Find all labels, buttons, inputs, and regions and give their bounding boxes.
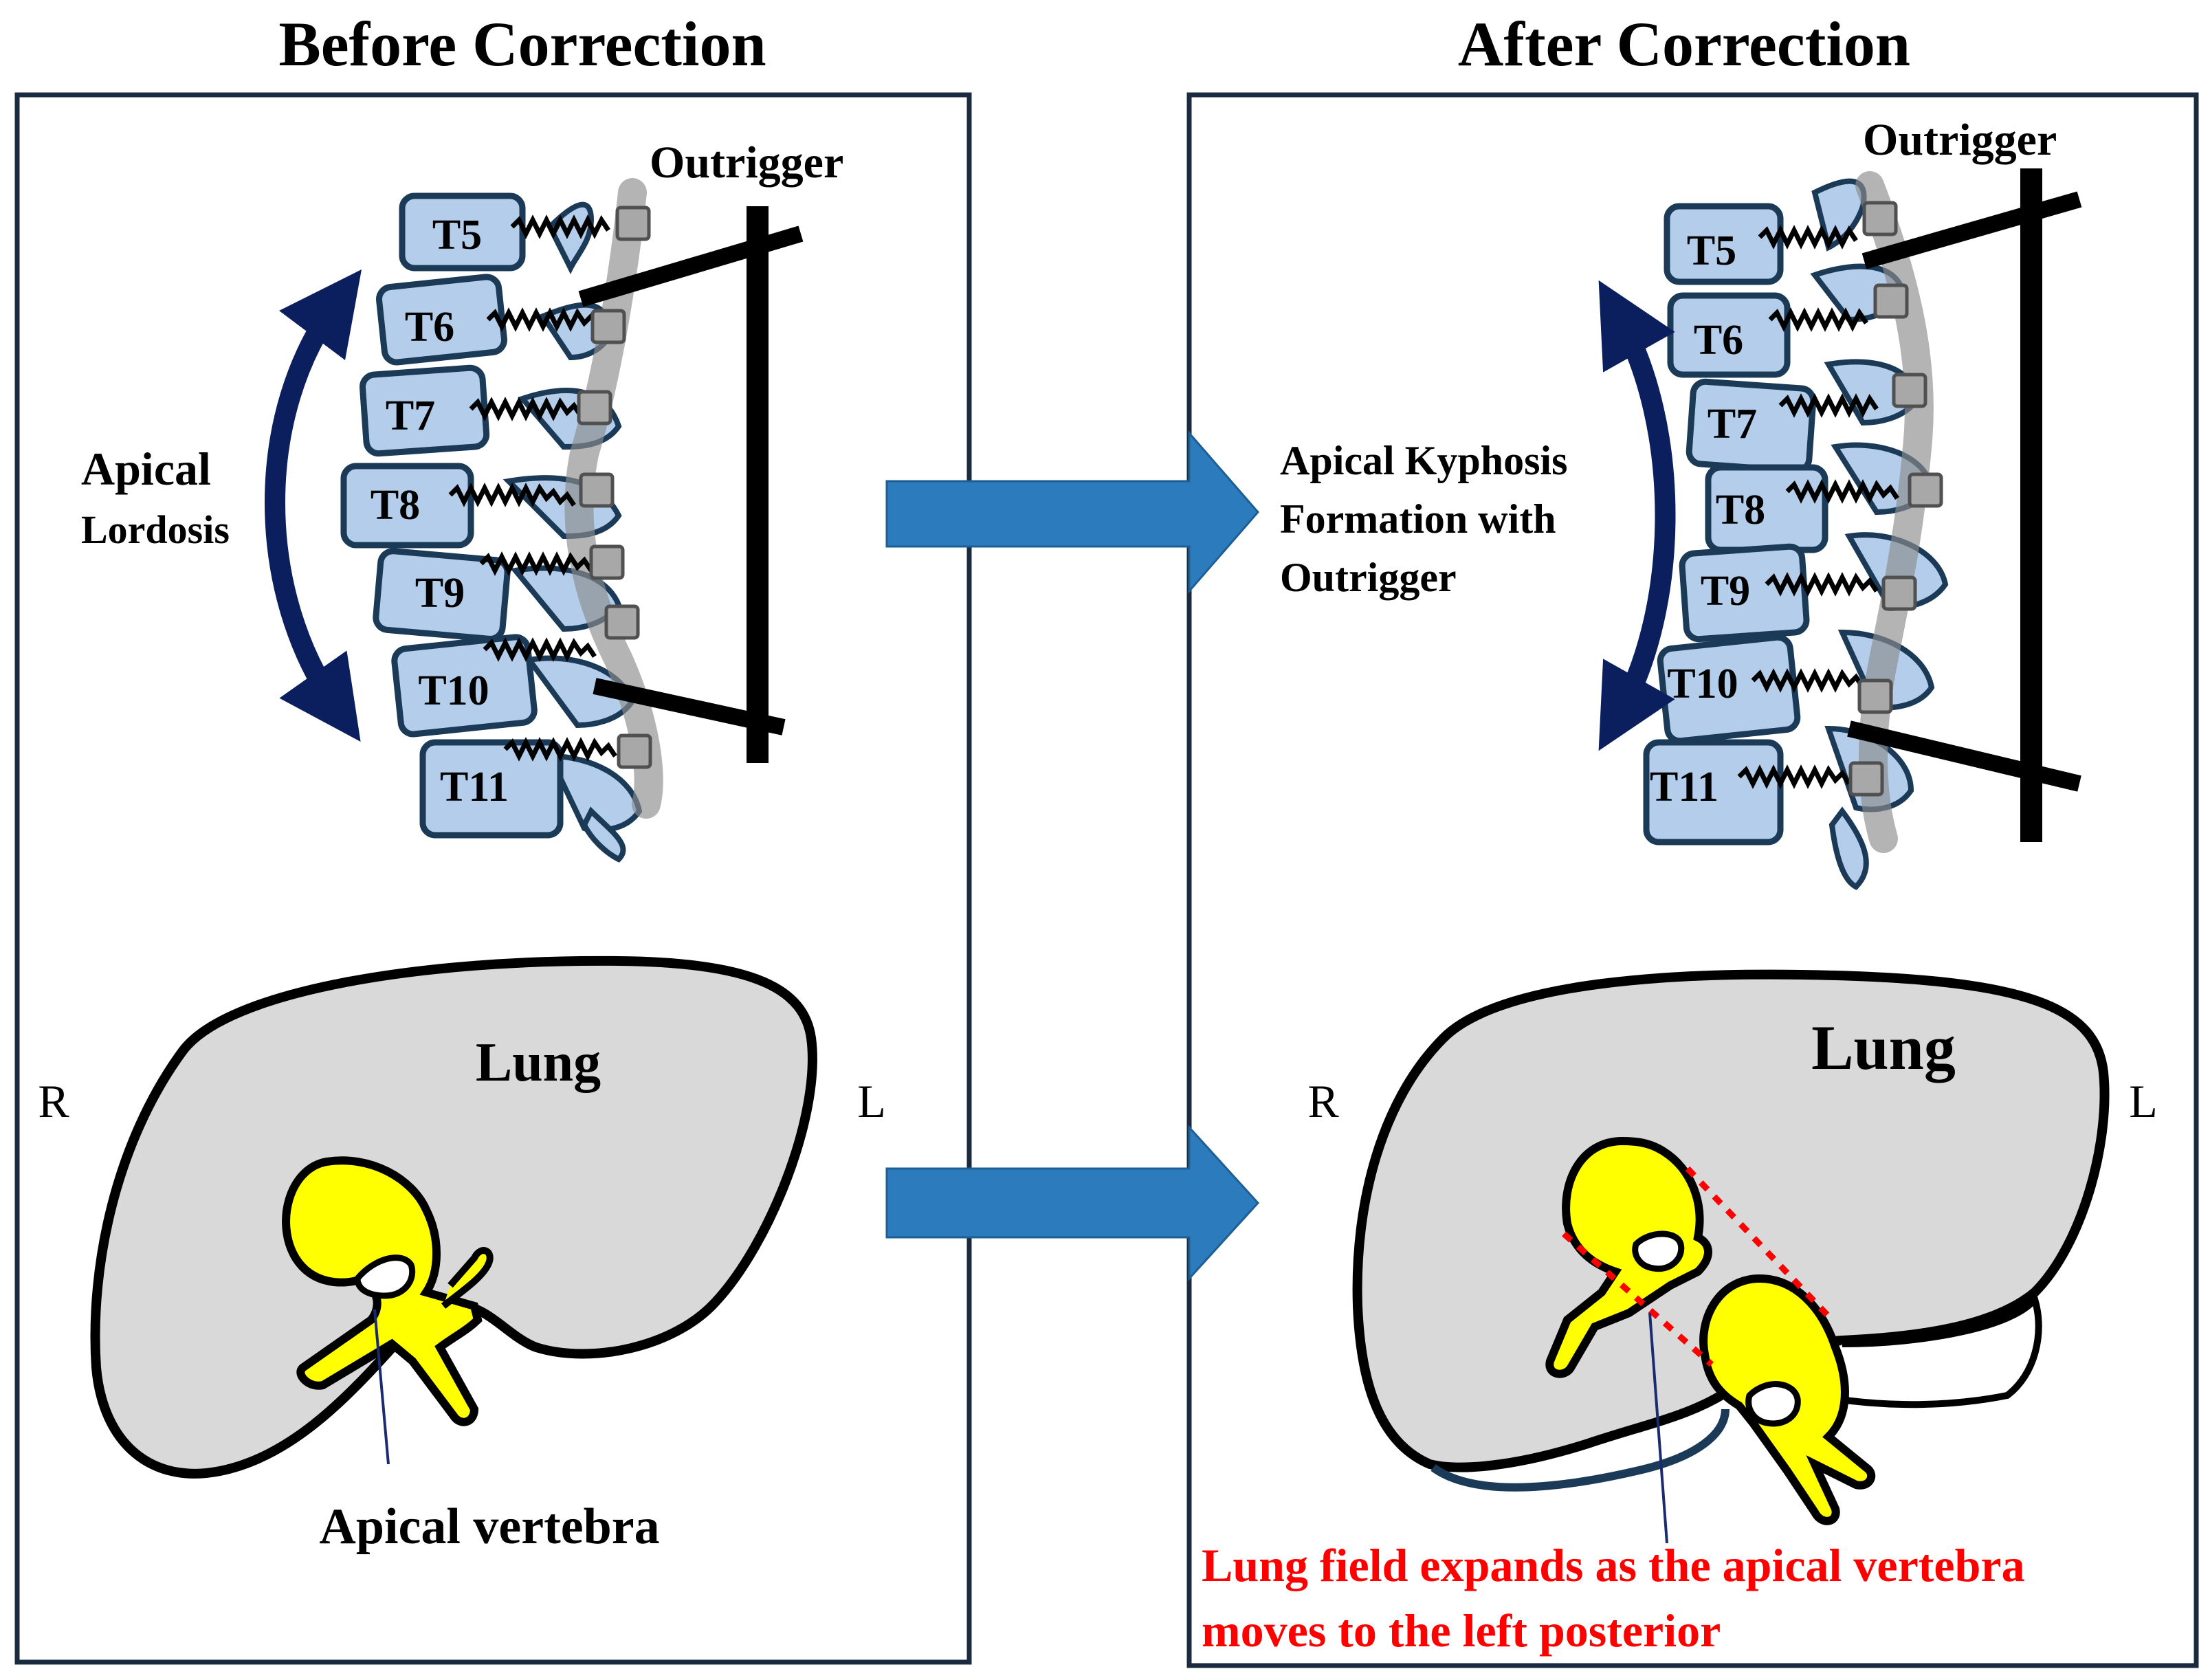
before-apical-pointer	[373, 1309, 390, 1465]
vertebra-body	[419, 739, 564, 839]
vertebra-label: T11	[1650, 764, 1719, 810]
vertebra-T8-before: T8	[340, 463, 474, 549]
vertebra-label: T8	[1716, 487, 1765, 533]
after-screw-heads	[1848, 201, 1943, 797]
before-title: Before Correction	[278, 9, 766, 79]
before-curve-label-line1: Apical	[81, 443, 211, 495]
vertebra-label: T6	[1694, 317, 1743, 364]
before-panel	[14, 92, 972, 1665]
vertebra-T6-after: T6	[1667, 292, 1791, 378]
before-right-marker: R	[38, 1075, 69, 1127]
after-original-vertebra	[1545, 1136, 1712, 1378]
before-apical-vertebra	[282, 1156, 494, 1426]
vertebra-T5-after: T5	[1664, 203, 1784, 285]
vertebra-body	[376, 274, 507, 366]
outrigger-arm-lower	[593, 678, 786, 736]
after-screws	[1737, 225, 1899, 789]
vertebra-T11-before: T11	[419, 739, 564, 839]
after-panel	[1186, 92, 2199, 1668]
vertebra-label: T6	[405, 304, 454, 351]
vertebra-T10-after: T10	[1657, 634, 1801, 744]
outrigger-arm-upper	[578, 225, 804, 307]
after-curve-label-line3: Outrigger	[1280, 555, 1457, 600]
vertebra-T9-after: T9	[1679, 543, 1810, 643]
outrigger-arm-upper	[1861, 191, 2082, 269]
before-spine: T5 T6 T7 T8 T9 T10 T11	[340, 137, 843, 863]
spinal-canal	[354, 1255, 416, 1299]
vertebra-body	[359, 364, 490, 457]
after-lung	[1352, 969, 2110, 1472]
vertebra-T7-after: T7	[1686, 378, 1817, 474]
before-outrigger-label: Outrigger	[650, 137, 843, 188]
after-outrigger-label: Outrigger	[1863, 115, 2057, 165]
after-pleural-line	[1430, 1408, 1730, 1492]
expanded-lung-outline	[1814, 1292, 2042, 1408]
before-lung-label: Lung	[476, 1032, 601, 1093]
vertebra-T11-after: T11	[1643, 739, 1784, 845]
after-outrigger	[1847, 168, 2082, 842]
vertebra-T10-before: T10	[391, 634, 538, 738]
after-title: After Correction	[1458, 9, 1910, 79]
vertebra-label: T7	[386, 393, 435, 439]
vertebra-label: T9	[1701, 568, 1750, 615]
movement-envelope	[1562, 1166, 1835, 1367]
vertebra-label: T9	[415, 570, 465, 617]
vertebra-label: T5	[1687, 228, 1736, 274]
outrigger-arm-lower	[1847, 720, 2081, 792]
after-lung-label: Lung	[1811, 1013, 1956, 1083]
after-curve-label-line1: Apical Kyphosis	[1280, 438, 1567, 483]
vertebra-label: T8	[371, 482, 420, 529]
before-screws	[448, 214, 617, 762]
vertebra-label: T11	[440, 764, 509, 810]
after-note-line1: Lung field expands as the apical vertebr…	[1202, 1539, 2025, 1591]
vertebra-label: T7	[1708, 401, 1757, 447]
transition-arrow-top	[885, 430, 1259, 595]
vertebra-T5-before: T5	[399, 192, 526, 272]
vertebra-T9-before: T9	[373, 548, 511, 642]
after-lung-section: Lung R L	[1307, 969, 2158, 1544]
vertebra-T8-after: T8	[1705, 464, 1828, 553]
vertebra-body	[373, 548, 511, 642]
after-left-marker: L	[2129, 1075, 2158, 1127]
before-lung-section: Lung R L Apical vertebra	[38, 955, 886, 1555]
before-left-marker: L	[857, 1075, 886, 1127]
before-curve-label-line2: Lordosis	[81, 507, 230, 552]
vertebra-T6-before: T6	[376, 274, 507, 366]
before-screw-heads	[577, 206, 652, 769]
transition-arrow-bottom	[885, 1125, 1260, 1281]
before-lordosis-arrow	[265, 269, 362, 742]
vertebra-label: T5	[432, 212, 482, 258]
after-curve-label-line2: Formation with	[1280, 496, 1556, 542]
vertebra-body	[1664, 203, 1784, 285]
after-kyphosis-arrow	[1598, 280, 1676, 751]
before-outrigger	[578, 206, 804, 763]
after-moved-vertebra	[1699, 1274, 1876, 1525]
after-apical-pointer	[1648, 1312, 1668, 1544]
after-right-marker: R	[1307, 1075, 1339, 1127]
after-spine: T5 T6 T7 T8 T9 T10 T11	[1643, 115, 2082, 890]
vertebra-label: T10	[1667, 661, 1738, 707]
after-note-line2: moves to the left posterior	[1202, 1604, 1721, 1657]
before-lung	[90, 955, 817, 1479]
vertebra-label: T10	[418, 667, 489, 714]
before-apical-vertebra-label: Apical vertebra	[319, 1499, 659, 1555]
vertebra-body	[391, 634, 538, 738]
vertebra-T7-before: T7	[359, 364, 490, 457]
original-vertebra-shape	[1545, 1136, 1712, 1378]
